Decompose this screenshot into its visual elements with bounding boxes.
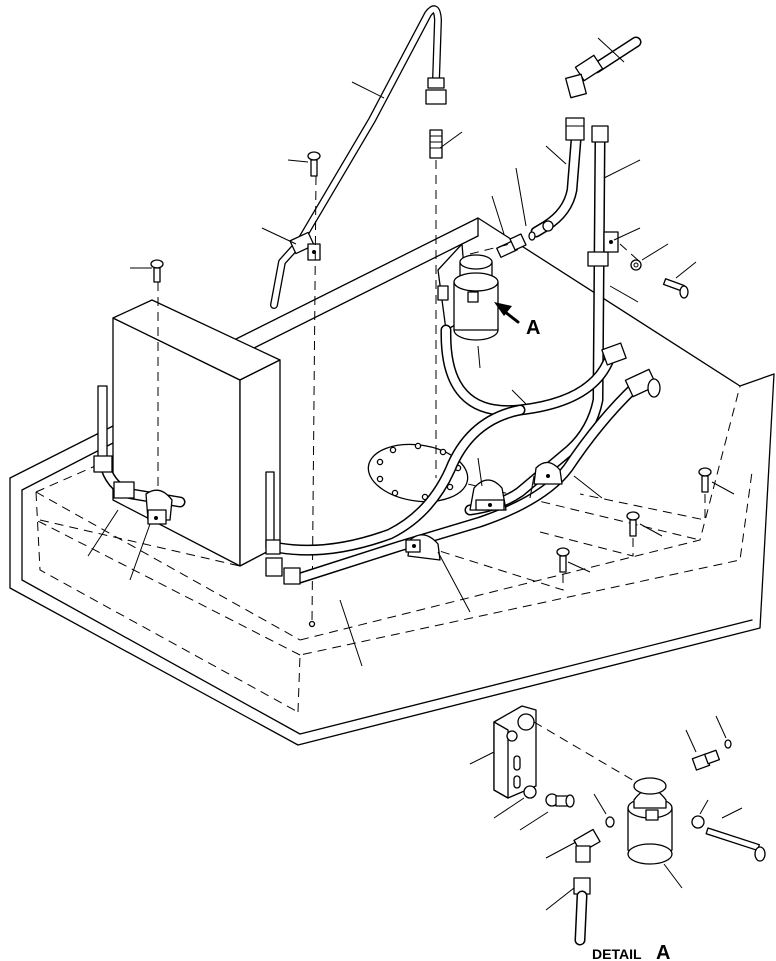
clamp-icon xyxy=(145,489,173,525)
detail-caption-word: DETAIL xyxy=(592,946,642,961)
clamp-icon xyxy=(469,479,507,511)
receiver-drier xyxy=(437,233,527,341)
mounting-bolts xyxy=(150,151,712,591)
bolt-icon xyxy=(150,259,164,283)
hose-clamps xyxy=(145,461,563,561)
view-a-label: A xyxy=(526,317,540,339)
upper-refrigerant-tube xyxy=(270,5,447,309)
upper-right-hoses xyxy=(464,36,642,516)
assembly-centerlines xyxy=(157,160,437,628)
detail-a-view: DETAIL A xyxy=(469,705,766,961)
clamp-icon xyxy=(533,461,563,485)
main-hose-runs xyxy=(93,324,661,585)
view-a-arrow: A xyxy=(494,302,540,339)
bolt-icon xyxy=(539,511,640,557)
clamp-icon xyxy=(405,534,441,561)
detail-caption-letter: A xyxy=(656,942,670,961)
bolt-icon xyxy=(579,467,712,521)
bolt-icon xyxy=(307,151,321,177)
condenser-block xyxy=(39,299,281,567)
callout-leaders xyxy=(87,37,735,667)
bolt-icon xyxy=(662,278,689,299)
bolt-icon xyxy=(429,547,570,591)
